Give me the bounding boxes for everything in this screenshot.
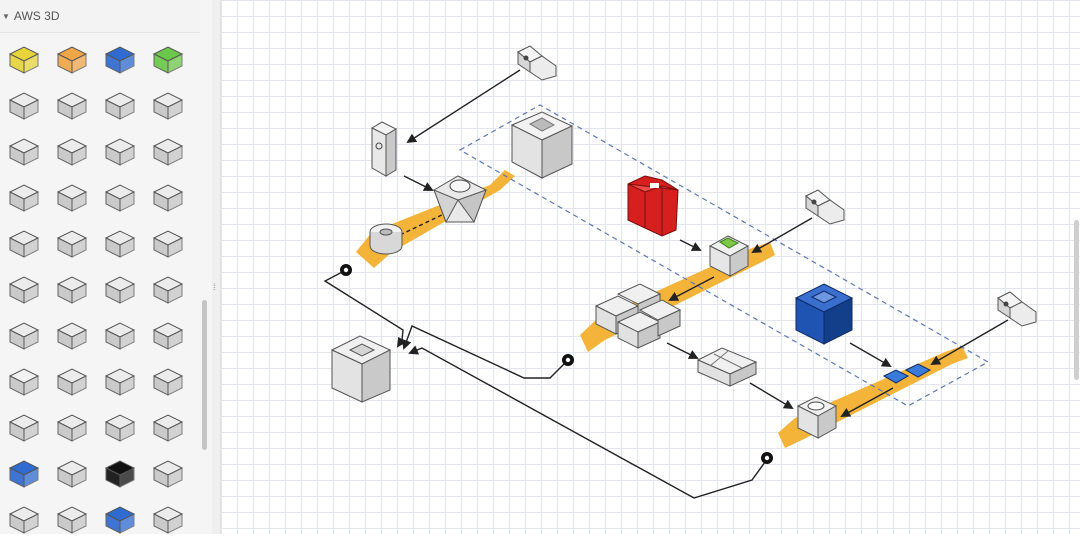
flat-box-icon[interactable] [100,132,140,172]
black-disk-icon[interactable] [100,454,140,494]
cluster-icon[interactable] [148,178,188,218]
m-instance-node[interactable] [796,396,838,439]
line-m-storage [408,345,769,499]
user-right-icon[interactable] [997,291,1037,327]
section-header-aws-3d[interactable]: ▼ AWS 3D [0,0,200,33]
slab-icon[interactable] [52,178,92,218]
panel-divider[interactable] [212,0,221,534]
db-red-icon[interactable] [4,362,44,402]
storage-node[interactable] [330,335,392,403]
block-icon[interactable] [148,408,188,448]
drum-icon[interactable] [4,500,44,534]
connector-1[interactable] [340,264,352,276]
green-tile-icon[interactable] [148,40,188,80]
user-mid-icon[interactable] [805,189,845,225]
server-icon[interactable] [100,86,140,126]
m-cube-icon[interactable] [148,362,188,402]
ebs-icon[interactable] [148,132,188,172]
glacier-node[interactable] [882,363,932,384]
line-user-mid-instance [751,217,813,253]
elb-icon[interactable] [4,132,44,172]
cube-icon[interactable] [52,224,92,264]
blue-cube-icon[interactable] [100,40,140,80]
small-cluster-node[interactable] [696,347,758,387]
line-instance-dynamo [668,276,715,301]
cache-icon[interactable] [4,224,44,264]
column-icon[interactable] [52,408,92,448]
grid-icon[interactable] [100,224,140,264]
blue-tile-icon[interactable] [100,500,140,534]
line-dynamo-small [666,342,699,359]
pillar-icon[interactable] [4,270,44,310]
section-title: AWS 3D [13,9,60,23]
line-user-top-server [406,69,521,144]
top-cluster-node[interactable] [510,111,574,179]
cache-node[interactable] [369,223,403,255]
connector-2[interactable] [562,354,574,366]
s3-icon[interactable] [4,178,44,218]
redshift-node[interactable] [627,175,679,237]
sidebar-scrollbar[interactable] [202,300,207,450]
security-cube-icon[interactable] [148,316,188,356]
line-cache-storage [323,269,407,348]
line-blue-glacier [849,342,892,367]
document-icon[interactable] [52,86,92,126]
rds-icon[interactable] [100,178,140,218]
elb-node[interactable] [433,175,487,224]
line-user-right-glacier [930,319,1009,365]
gear-box-icon[interactable] [52,316,92,356]
collapse-caret-icon[interactable]: ▼ [2,11,10,21]
server-node[interactable] [370,121,398,177]
octagon-icon[interactable] [100,362,140,402]
shape-sidebar: ▼ AWS 3D [0,0,213,534]
blue-hex-icon[interactable] [4,454,44,494]
canvas-scrollbar[interactable] [1074,220,1079,380]
page-icon[interactable] [52,270,92,310]
shield-cube-icon[interactable] [100,408,140,448]
line-server-elb [403,175,434,191]
tall-drum-icon[interactable] [52,500,92,534]
diagram-canvas[interactable] [221,0,1080,534]
diagram-svg [323,45,1037,499]
dynamo-cluster-node[interactable] [594,283,682,349]
line-redshift-instance [679,239,702,251]
lock-cube-icon[interactable] [52,362,92,402]
router-icon[interactable] [4,316,44,356]
mail-icon[interactable] [148,224,188,264]
orange-tile-icon[interactable] [52,40,92,80]
line-elb-cache [401,211,449,235]
star-icon[interactable] [148,454,188,494]
divider-grip-icon[interactable]: ⁞ [213,282,216,292]
blue-cluster-node[interactable] [794,283,854,345]
mobile-icon[interactable] [100,316,140,356]
user-top-icon[interactable] [517,45,557,81]
line-glacier-m [840,387,894,417]
connector-lines [323,69,1009,499]
instance-icon[interactable] [4,86,44,126]
barcode-icon[interactable] [148,270,188,310]
spike-icon[interactable] [52,454,92,494]
small-cube-icon[interactable] [4,408,44,448]
yellow-tile-icon[interactable] [4,40,44,80]
connector-3[interactable] [761,452,773,464]
box-icon[interactable] [52,132,92,172]
line-small-m [749,382,794,410]
green-instance-node[interactable] [708,235,750,277]
cup-icon[interactable] [148,500,188,534]
dome-icon[interactable] [100,270,140,310]
line-dynamo-storage [402,325,569,379]
file-icon[interactable] [148,86,188,126]
connector-dots [340,264,773,464]
